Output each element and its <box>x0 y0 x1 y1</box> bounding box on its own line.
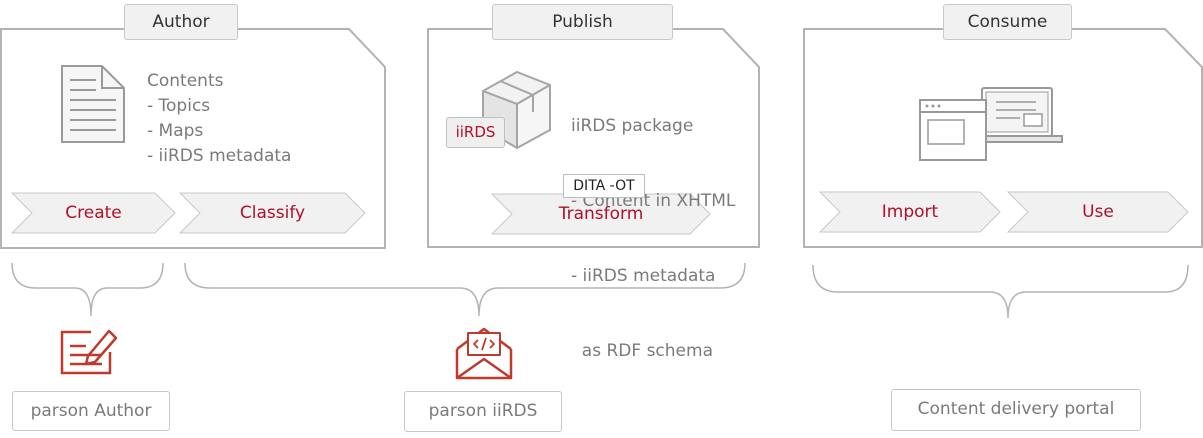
portal-brace <box>812 264 1189 319</box>
document-icon <box>61 65 125 143</box>
screens-icon <box>919 87 1063 161</box>
tab-publish: Publish <box>492 4 673 40</box>
code-mail-icon <box>455 327 513 380</box>
package-line-metadata: - iiRDS metadata <box>571 266 716 286</box>
package-line-title: iiRDS package <box>571 116 694 136</box>
contents-item-maps: - Maps <box>147 121 204 141</box>
use-arrow-shape <box>1006 191 1189 233</box>
transform-arrow-shape <box>490 193 711 235</box>
use-step: Use <box>1082 202 1114 222</box>
create-step: Create <box>65 203 122 223</box>
import-step: Import <box>881 202 939 222</box>
persona-author: parson Author <box>12 391 170 431</box>
tab-consume: Consume <box>943 4 1072 40</box>
create-arrow-shape <box>10 192 176 234</box>
iirds-brace <box>184 262 746 317</box>
persona-iirds: parson iiRDS <box>404 391 562 432</box>
package-description: iiRDS package - Content in XHTML - iiRDS… <box>571 64 735 414</box>
import-arrow-shape <box>818 191 1001 233</box>
author-brace <box>11 262 164 317</box>
contents-item-metadata: - iiRDS metadata <box>147 146 292 166</box>
dita-ot-tag: DITA -OT <box>563 174 645 198</box>
iirds-badge: iiRDS <box>446 117 505 148</box>
package-box-icon <box>482 71 551 149</box>
classify-step: Classify <box>239 203 306 223</box>
contents-item-topics: - Topics <box>147 96 211 116</box>
author-contents: Contents - Topics - Maps - iiRDS metadat… <box>147 69 291 169</box>
author-edit-icon <box>60 329 118 375</box>
transform-step: Transform <box>558 204 644 224</box>
package-line-schema: as RDF schema <box>571 341 713 361</box>
contents-title: Contents <box>147 71 224 91</box>
classify-arrow-shape <box>178 192 366 234</box>
persona-portal: Content delivery portal <box>891 389 1141 431</box>
tab-author: Author <box>124 4 238 40</box>
